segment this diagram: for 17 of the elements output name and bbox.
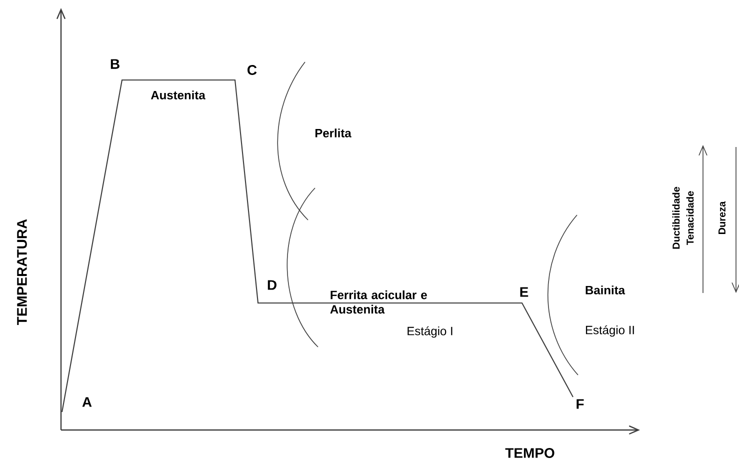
point-label: C	[248, 65, 257, 75]
axis-title: TEMPERATURA	[17, 219, 27, 325]
point-label: B	[110, 59, 120, 69]
region-label: Austenita	[150, 90, 206, 100]
stage-label: Estágio I	[408, 326, 452, 338]
property-label: Ductibilidade	[672, 186, 680, 249]
stage-label: Estágio II	[586, 325, 634, 337]
property-label: Dureza	[718, 201, 726, 234]
region-label: Bainita	[586, 286, 626, 294]
point-label: D	[268, 280, 276, 290]
property-label: Tenacidade	[686, 191, 694, 246]
point-label: E	[520, 287, 528, 297]
point-label: F	[576, 399, 584, 409]
axis-title: TEMPO	[505, 448, 554, 458]
region-label: Perlita	[315, 128, 352, 138]
region-label: Ferrita acicular e Austenita	[330, 290, 427, 314]
point-label: A	[82, 397, 92, 407]
